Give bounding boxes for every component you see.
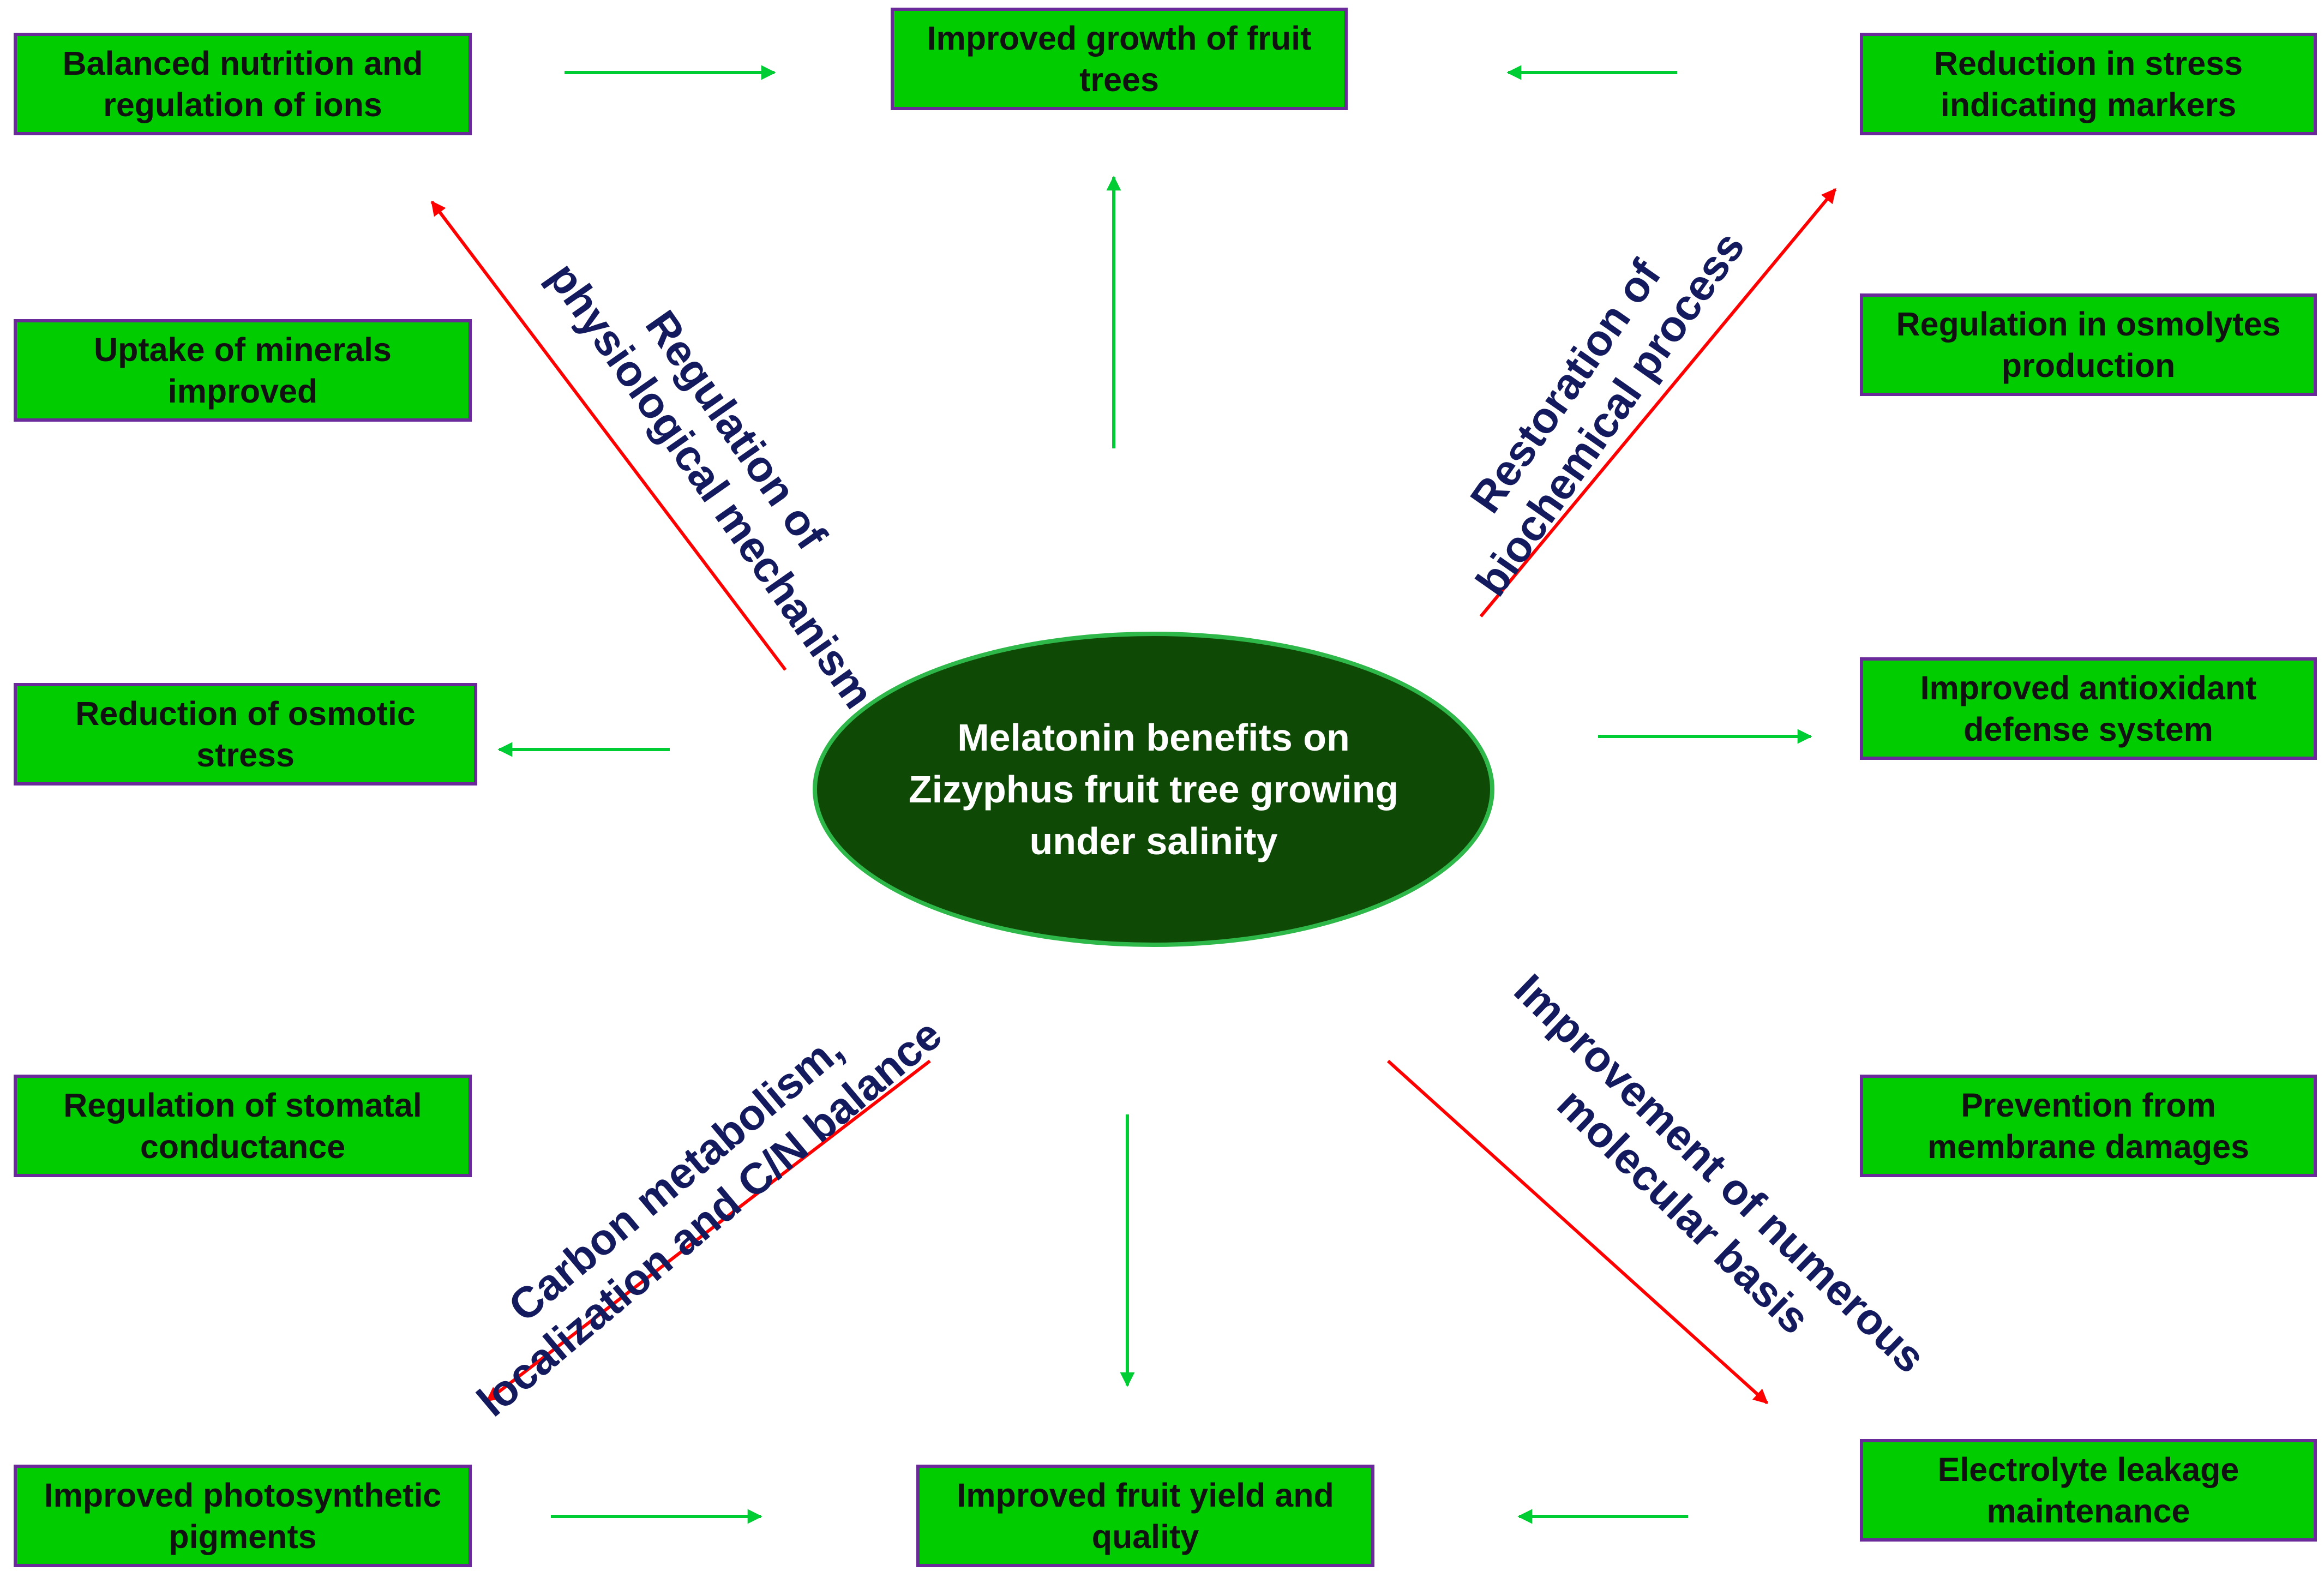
center-text: Melatonin benefits on Zizyphus fruit tre… xyxy=(908,716,1399,862)
box-uptake-minerals: Uptake of minerals improved xyxy=(14,319,472,422)
box-antioxidant-defense: Improved antioxidant defense system xyxy=(1860,657,2317,760)
box-fruit-yield: Improved fruit yield and quality xyxy=(916,1465,1374,1567)
box-osmolytes-production: Regulation in osmolytes production xyxy=(1860,293,2317,396)
box-stomatal-conductance: Regulation of stomatal conductance xyxy=(14,1075,472,1177)
box-electrolyte-leakage: Electrolyte leakage maintenance xyxy=(1860,1439,2317,1542)
box-reduction-stress-markers: Reduction in stress indicating markers xyxy=(1860,33,2317,135)
box-photosynthetic-pigments: Improved photosynthetic pigments xyxy=(14,1465,472,1567)
arrow-route-molecular xyxy=(1386,1059,1769,1405)
box-osmotic-stress: Reduction of osmotic stress xyxy=(14,683,477,785)
box-improved-growth: Improved growth of fruit trees xyxy=(891,8,1348,110)
arrow-route-physiological xyxy=(430,200,787,671)
arrow-route-biochemical xyxy=(1479,188,1837,617)
box-balanced-nutrition: Balanced nutrition and regulation of ion… xyxy=(14,33,472,135)
center-ellipse: Melatonin benefits on Zizyphus fruit tre… xyxy=(813,632,1494,947)
box-membrane-damages: Prevention from membrane damages xyxy=(1860,1075,2317,1177)
arrow-route-carbon xyxy=(485,1059,931,1402)
